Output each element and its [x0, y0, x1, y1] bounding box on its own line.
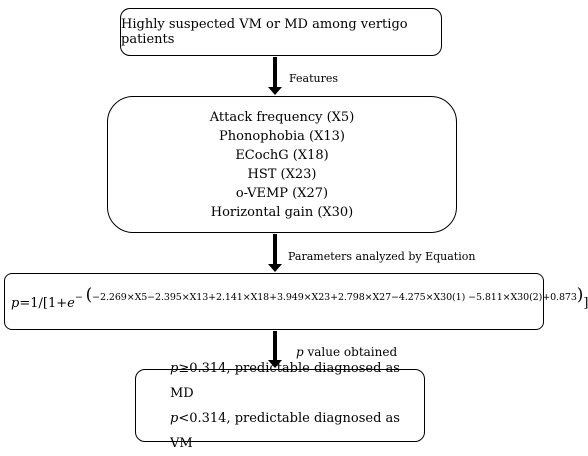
arrow-down-icon: [268, 234, 282, 272]
edge-label-features: Features: [289, 72, 339, 85]
result-vm-text: <0.314, predictable diagnosed as VM: [170, 410, 400, 451]
equation-node: p=1/[1+e− (−2.269×X5−2.395×X13+2.141×X18…: [4, 273, 588, 330]
equation-e: e: [67, 295, 75, 311]
equation-base: =1/[1+: [19, 295, 68, 311]
start-node: Highly suspected VM or MD among vertigo …: [120, 8, 442, 56]
edge-label-p-text: value obtained: [303, 345, 398, 359]
result-vm-p: p: [170, 410, 179, 426]
arrow-down-icon: [268, 331, 282, 368]
result-node: p≥0.314, predictable diagnosed as MD p<0…: [135, 361, 425, 451]
feature-item: Horizontal gain (X30): [210, 204, 354, 220]
equation-text: p=1/[1+e− (−2.269×X5−2.395×X13+2.141×X18…: [11, 284, 588, 312]
equation-p: p: [11, 295, 20, 311]
feature-item: Attack frequency (X5): [209, 109, 355, 125]
result-md-p: p: [170, 360, 179, 376]
equation-exponent: − (−2.269×X5−2.395×X13+2.141×X18+3.949×X…: [74, 284, 584, 305]
equation-close: ]: [583, 295, 588, 311]
edge-label-parameters: Parameters analyzed by Equation: [288, 250, 476, 263]
result-vm: p<0.314, predictable diagnosed as VM: [170, 406, 424, 456]
edge-label-p-value: p value obtained: [296, 345, 397, 359]
result-md-text: ≥0.314, predictable diagnosed as MD: [170, 360, 400, 401]
feature-item: o-VEMP (X27): [235, 185, 329, 201]
arrow-down-icon: [268, 57, 282, 95]
feature-item: ECochG (X18): [235, 147, 329, 163]
edge-label-p: p: [296, 345, 304, 359]
result-md: p≥0.314, predictable diagnosed as MD: [170, 356, 424, 406]
exponent-sign: −: [74, 291, 83, 303]
start-node-text: Highly suspected VM or MD among vertigo …: [121, 17, 408, 47]
features-node: Attack frequency (X5) Phonophobia (X13) …: [107, 96, 457, 233]
feature-item: HST (X23): [247, 166, 317, 182]
exponent-body: −2.269×X5−2.395×X13+2.141×X18+3.949×X23+…: [92, 291, 577, 303]
feature-item: Phonophobia (X13): [219, 128, 345, 144]
